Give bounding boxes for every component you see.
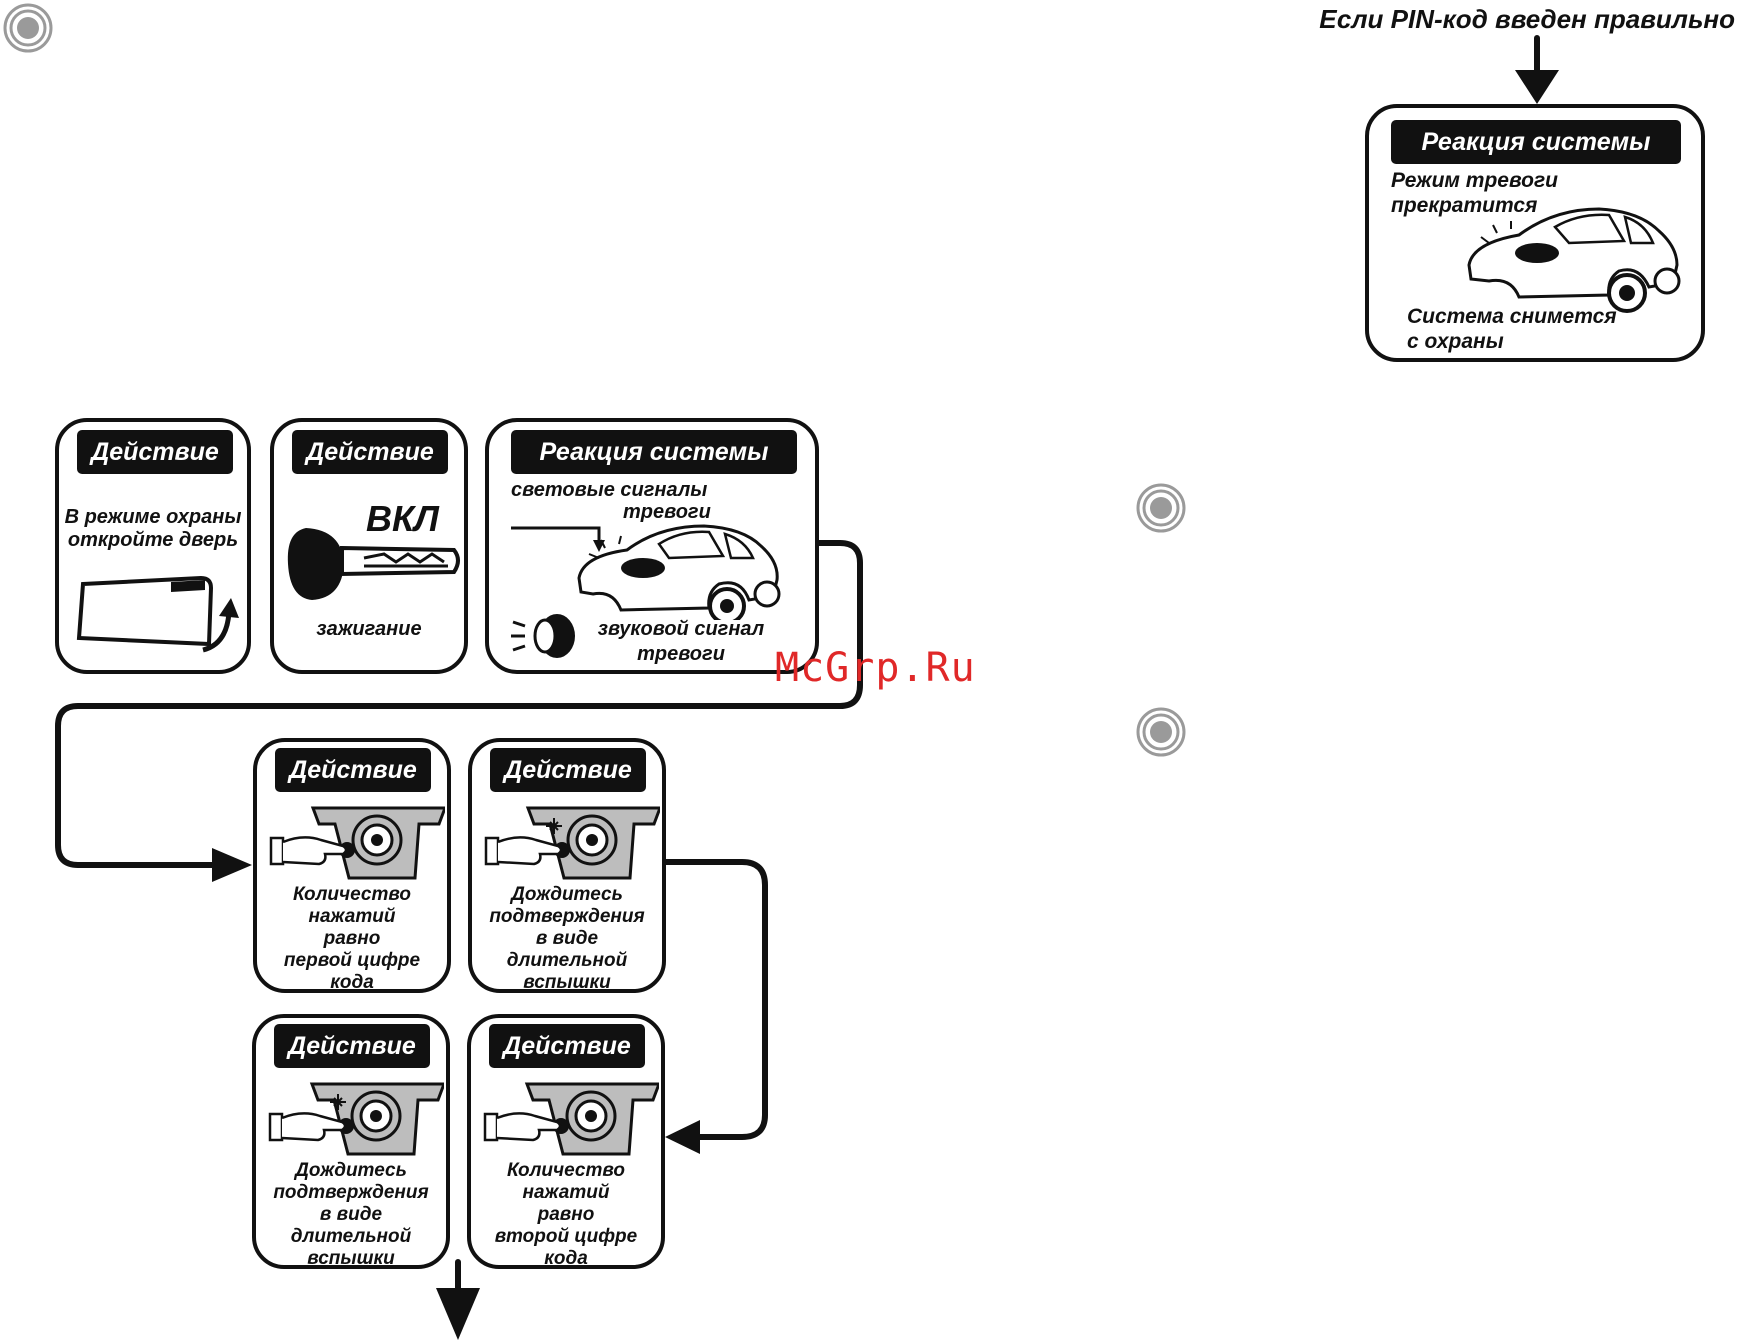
step1-line2: откройте дверь	[67, 529, 239, 551]
siren-icon	[511, 614, 575, 658]
result-box: Реакция системы Режим тревоги прекратитс…	[1365, 104, 1705, 362]
ring-bullet-icon	[1136, 707, 1186, 757]
ring-bullet-icon	[1136, 483, 1186, 533]
step3-header: Реакция системы	[511, 430, 797, 474]
step4-line2: нажатий	[308, 906, 396, 927]
step5-line1: Дождитесь	[511, 884, 623, 905]
flow-arrow-icon	[212, 70, 1559, 1340]
result-line3: Система снимется	[1407, 305, 1617, 328]
step5-line5: вспышки	[523, 972, 611, 993]
step5-header: Действие	[490, 748, 646, 792]
step4-header: Действие	[275, 748, 431, 792]
step2-box: Действие ВКЛ зажигание	[270, 418, 468, 674]
step7-header: Действие	[489, 1024, 645, 1068]
hand-pointer-icon	[269, 836, 348, 866]
step5-box: Действие Дождитесь подтверждения в виде …	[468, 738, 666, 993]
step7-line2: нажатий	[522, 1182, 610, 1203]
fob-icon	[269, 806, 445, 880]
step1-box: Действие В режиме охраны откройте дверь	[55, 418, 251, 674]
step3-sound-line2: тревоги	[637, 643, 725, 665]
fob-icon	[484, 806, 660, 880]
step4-line5: кода	[330, 972, 374, 993]
step3-sound-line1: звуковой сигнал	[597, 618, 765, 640]
step2-on-label: ВКЛ	[366, 498, 439, 539]
result-header: Реакция системы	[1391, 120, 1681, 164]
result-line4: с охраны	[1407, 330, 1504, 353]
top-caption: Если PIN-код введен правильно	[1319, 4, 1735, 34]
step1-line1: В режиме охраны	[64, 506, 242, 528]
step7-box: Действие Количество нажатий равно второй…	[467, 1014, 665, 1269]
ring-bullet-icon	[3, 3, 53, 53]
step3-light-line2: тревоги	[623, 501, 711, 523]
result-line1: Режим тревоги	[1391, 169, 1558, 192]
step6-line1: Дождитесь	[295, 1160, 407, 1181]
step3-box: Реакция системы световые сигналы тревоги…	[485, 418, 819, 674]
step2-caption: зажигание	[316, 618, 422, 640]
fob-icon	[483, 1082, 659, 1156]
step7-line1: Количество	[507, 1160, 625, 1181]
step5-line3: в виде	[535, 928, 599, 949]
step2-header: Действие	[292, 430, 448, 474]
step1-header: Действие	[77, 430, 233, 474]
step4-line1: Количество	[293, 884, 411, 905]
fob-icon	[268, 1082, 444, 1156]
step4-box: Действие Количество нажатий равно первой…	[253, 738, 451, 993]
hand-pointer-icon	[483, 1112, 562, 1142]
car-icon	[511, 524, 781, 620]
key-icon	[287, 528, 460, 600]
step6-box: Действие Дождитесь подтверждения в виде …	[252, 1014, 450, 1269]
door-icon	[76, 575, 239, 653]
hand-pointer-icon	[484, 836, 563, 866]
step6-header: Действие	[274, 1024, 430, 1068]
step6-line4: длительной	[290, 1226, 412, 1247]
step3-light-line1: световые сигналы	[511, 479, 708, 501]
step4-line3: равно	[323, 928, 381, 949]
step6-line2: подтверждения	[273, 1182, 429, 1203]
step5-line4: длительной	[506, 950, 628, 971]
car-icon	[1467, 207, 1681, 313]
step4-line4: первой цифре	[283, 950, 421, 971]
step7-line4: второй цифре	[494, 1226, 638, 1247]
step7-line5: кода	[544, 1248, 588, 1269]
step7-line3: равно	[537, 1204, 595, 1225]
step5-line2: подтверждения	[489, 906, 645, 927]
step6-line3: в виде	[319, 1204, 383, 1225]
hand-pointer-icon	[268, 1112, 347, 1142]
step6-line5: вспышки	[307, 1248, 395, 1269]
result-line2: прекратится	[1391, 194, 1538, 217]
watermark: McGrp.Ru	[775, 645, 976, 691]
